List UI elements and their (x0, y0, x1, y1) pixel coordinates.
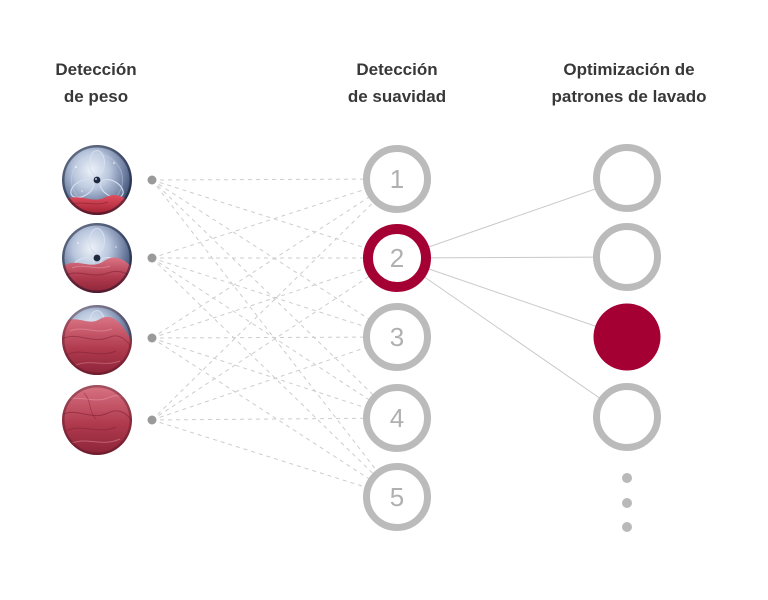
header-weight-detection: Detección de peso (6, 56, 186, 110)
header-line: de peso (63, 87, 129, 106)
edge-weight3-softness3 (151, 336, 398, 339)
softness-node-4 (363, 384, 431, 452)
edge-softness2-pattern3 (396, 257, 628, 338)
ellipsis-dot-2 (622, 498, 632, 508)
header-softness-detection: Detección de suavidad (304, 56, 490, 110)
softness-node-label-2: 2 (390, 243, 404, 273)
edge-weight3-softness5 (151, 337, 398, 498)
ellipsis-dot-3 (622, 522, 632, 532)
edge-weight2-softness1 (151, 178, 398, 259)
edge-weight4-softness3 (151, 336, 398, 421)
softness-node-label-1: 1 (390, 164, 404, 194)
edge-weight4-softness5 (151, 419, 398, 498)
washer-drum-photo-1 (62, 145, 132, 215)
pattern-node-2 (593, 223, 661, 291)
header-line: patrones de lavado (551, 87, 707, 106)
edge-softness2-pattern1 (396, 177, 628, 259)
pattern-node-4 (593, 383, 661, 451)
edge-weight4-softness4 (151, 417, 398, 421)
softness-node-3 (363, 303, 431, 371)
header-line: Detección (55, 60, 137, 79)
weight-node-dot-3 (147, 333, 157, 343)
edge-weight3-softness1 (151, 178, 398, 339)
washer-drum-photo-2 (62, 223, 132, 293)
softness-node-label-4: 4 (390, 403, 404, 433)
ellipsis-dot-1 (622, 473, 632, 483)
header-line: de suavidad (347, 87, 447, 106)
header-line: Optimización de (563, 60, 695, 79)
softness-node-label-5: 5 (390, 482, 404, 512)
edge-weight1-softness4 (151, 179, 398, 419)
weight-node-dot-1 (147, 175, 157, 185)
edge-softness2-pattern4 (396, 257, 628, 418)
washer-drum-photo-3 (62, 305, 132, 375)
weight-node-dot-4 (147, 415, 157, 425)
edge-weight4-softness2 (151, 257, 398, 421)
edge-softness2-pattern2 (396, 256, 628, 259)
weight-node-dot-2 (147, 253, 157, 263)
edge-weight3-softness2 (151, 257, 398, 339)
softness-node-label-3: 3 (390, 322, 404, 352)
washer-drum-photo-4 (62, 385, 132, 455)
pattern-node-3-selected (593, 303, 661, 371)
softness-node-1 (363, 145, 431, 213)
header-line: Detección (356, 60, 438, 79)
header-wash-pattern-optimization: Optimización de patrones de lavado (527, 56, 731, 110)
edge-weight1-softness1 (151, 178, 398, 181)
pattern-node-1 (593, 144, 661, 212)
softness-node-5 (363, 463, 431, 531)
softness-node-2-selected (363, 224, 431, 292)
edge-weight4-softness1 (151, 178, 398, 421)
